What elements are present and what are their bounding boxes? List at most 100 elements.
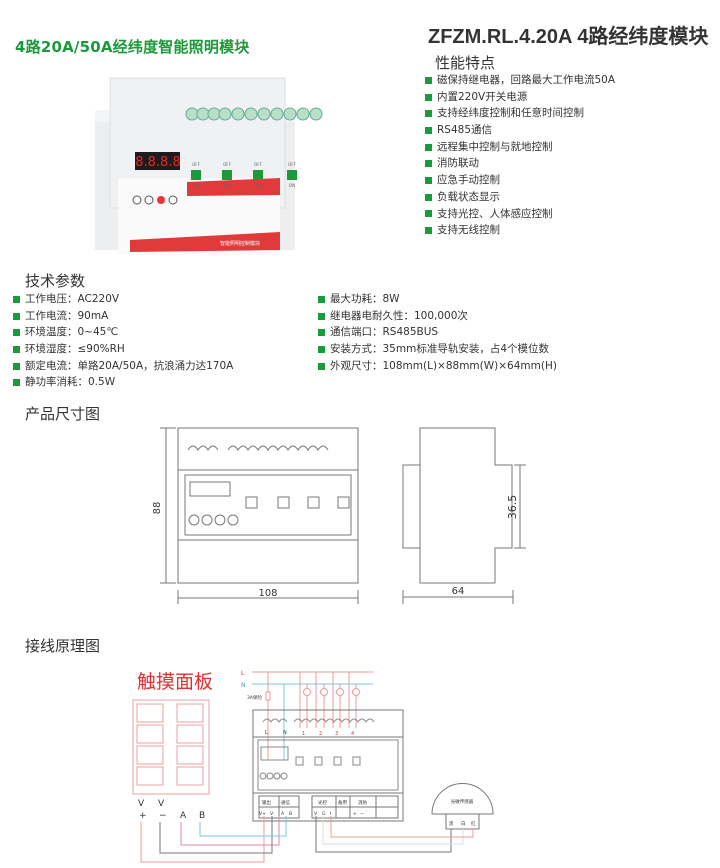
bullet-icon xyxy=(318,312,325,320)
lamp-icon xyxy=(352,688,360,696)
item-text: 负载状态显示 xyxy=(437,190,500,203)
item-text: 支持无线控制 xyxy=(437,224,500,237)
bullet-icon xyxy=(318,295,325,303)
term-ch1: 1 xyxy=(302,731,305,737)
list-item: 外观尺寸：108mm(L)×88mm(W)×64mm(H) xyxy=(318,358,557,375)
switch-square xyxy=(352,756,361,766)
item-text: 工作电压：AC220V xyxy=(25,293,120,305)
button-circle xyxy=(201,514,213,526)
item-text: 支持光控、人体感应控制 xyxy=(437,207,553,220)
switch-square xyxy=(333,756,342,766)
list-item: 通信端口：RS485BUS xyxy=(318,324,557,341)
list-item: 远程集中控制与就地控制 xyxy=(425,139,615,156)
light-label: 光控 xyxy=(318,799,327,806)
lamp-icon xyxy=(303,688,311,696)
item-text: 环境温度：0~45℃ xyxy=(25,326,119,339)
bullet-icon xyxy=(425,93,432,101)
bullet-icon xyxy=(318,362,325,370)
on-label: ON xyxy=(255,183,261,188)
terminal-screw xyxy=(309,107,323,121)
item-text: 外观尺寸：108mm(L)×88mm(W)×64mm(H) xyxy=(330,359,557,372)
button-circle xyxy=(259,772,267,780)
channel-switch xyxy=(253,170,263,180)
lamp-icon xyxy=(320,688,328,696)
list-item: 负载状态显示 xyxy=(425,189,615,206)
term-L: L xyxy=(265,730,268,736)
bullet-icon xyxy=(425,176,432,184)
L-line-label: L xyxy=(241,670,245,677)
bullet-icon xyxy=(13,312,20,320)
list-item: 最大功耗：8W xyxy=(318,291,557,308)
height-dim: 88 xyxy=(152,502,163,515)
specs-heading: 技术参数 xyxy=(25,272,86,290)
switch-square xyxy=(295,756,304,766)
sensor-label: 光敏传感器 xyxy=(451,798,474,805)
terminal-screw xyxy=(218,107,232,121)
panel-button xyxy=(176,724,204,744)
display-readout: 8.8.8.8 xyxy=(135,155,180,170)
item-text: 应急手动控制 xyxy=(437,174,500,187)
lamp-icon xyxy=(336,688,344,696)
button-circle xyxy=(227,514,239,526)
terminal-screw xyxy=(196,107,210,121)
item-text: RS485通信 xyxy=(437,124,493,137)
product-title: 4路20A/50A经纬度智能照明模块 xyxy=(15,38,250,56)
panel-minus: − xyxy=(159,811,167,821)
bullet-icon xyxy=(13,379,20,387)
features-heading: 性能特点 xyxy=(435,54,496,72)
item-text: 最大功耗：8W xyxy=(330,293,400,305)
term-a: A xyxy=(281,811,285,817)
dimension-drawing: 88 108 64 36.5 xyxy=(152,427,526,604)
term-g: G xyxy=(322,811,326,817)
list-item: 环境湿度：≤90%RH xyxy=(13,341,233,358)
item-text: 静功率消耗：0.5W xyxy=(25,376,116,389)
list-item: 继电器电耐久性：100,000次 xyxy=(318,308,557,325)
list-item: 工作电压：AC220V xyxy=(13,291,233,308)
switch-square xyxy=(277,496,290,509)
terminal-screw xyxy=(185,107,199,121)
off-label: OFF xyxy=(288,162,296,167)
list-item: 消防联动 xyxy=(425,155,615,172)
features-list: 磁保持继电器，回路最大工作电流50A 内置220V开关电源支持经纬度控制和任意时间… xyxy=(425,72,615,239)
N-line-label: N xyxy=(241,682,246,689)
panel-v2: V xyxy=(158,799,165,809)
terminal-screw xyxy=(296,107,310,121)
channel-switch xyxy=(191,170,201,180)
bullet-icon xyxy=(425,110,432,118)
panel-v1: V xyxy=(138,799,145,809)
bullet-icon xyxy=(13,362,20,370)
panel-button xyxy=(136,745,164,765)
term-N: N xyxy=(283,730,287,736)
width-dim: 108 xyxy=(258,588,277,599)
list-item: 内置220V开关电源 xyxy=(425,89,615,106)
wiring-diagram: 触摸面板 L N 3A保险 L N 1 2 3 4 输出 通信 V+ V- A … xyxy=(132,670,494,863)
panel-button xyxy=(176,703,204,723)
bullet-icon xyxy=(425,76,432,84)
item-text: 工作电流：90mA xyxy=(25,309,109,322)
list-item: 环境温度：0~45℃ xyxy=(13,324,233,341)
list-item: 安装方式：35mm标准导轨安装，占4个模位数 xyxy=(318,341,557,358)
model-title: ZFZM.RL.4.20A 4路经纬度模块 xyxy=(428,26,709,48)
list-item: 支持光控、人体感应控制 xyxy=(425,206,615,223)
item-text: 内置220V开关电源 xyxy=(437,90,528,103)
list-item: 支持无线控制 xyxy=(425,222,615,239)
on-label: ON xyxy=(193,183,199,188)
off-label: OFF xyxy=(192,162,200,167)
item-text: 消防联动 xyxy=(437,157,479,170)
wiring-heading: 接线原理图 xyxy=(25,637,101,655)
term-vminus: V- xyxy=(270,811,275,817)
terminal-screw xyxy=(270,107,284,121)
comm-label: 通信 xyxy=(281,799,290,806)
channel-switch xyxy=(222,170,232,180)
panel-button xyxy=(136,724,164,744)
terminal-screw xyxy=(283,107,297,121)
list-item: 支持经纬度控制和任意时间控制 xyxy=(425,105,615,122)
term-minus: − xyxy=(360,812,364,817)
fire-label: 消防 xyxy=(358,799,367,806)
on-label: ON xyxy=(289,183,295,188)
item-text: 磁保持继电器，回路最大工作电流50A xyxy=(437,74,616,86)
bullet-icon xyxy=(13,329,20,337)
item-text: 环境湿度：≤90%RH xyxy=(25,343,125,356)
rail-dim: 36.5 xyxy=(506,495,519,520)
